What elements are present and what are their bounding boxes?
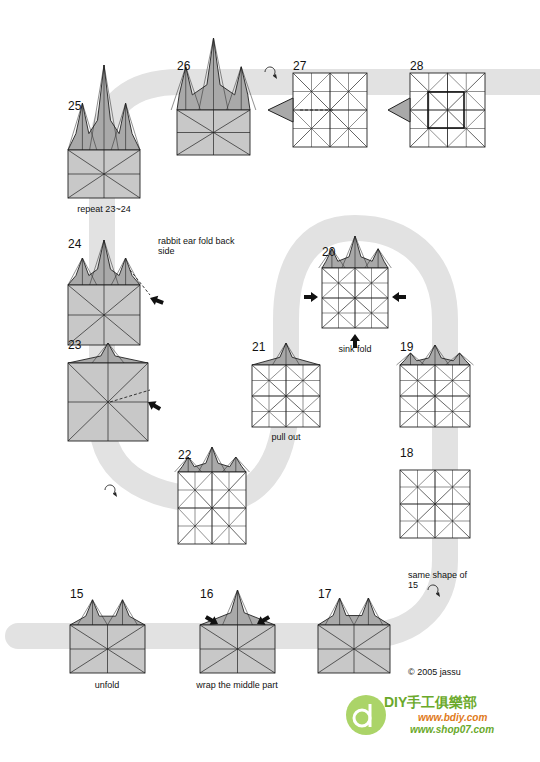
watermark: www.shop07.com [410,724,494,736]
petal-points [318,598,390,625]
folded-model [70,625,145,673]
folded-model [410,73,485,147]
step-number: 23 [68,339,81,353]
step-number: 21 [252,341,265,355]
push-arrow [148,293,165,307]
step-note: repeat 23~24 [77,204,130,214]
petal-points [175,447,250,472]
folded-model [400,470,470,538]
step-number: 26 [177,60,190,74]
step-number: 27 [293,60,306,74]
side-point [388,98,410,122]
step-note: unfold [95,680,120,690]
petal-points [171,38,256,110]
petal-points [68,65,140,150]
watermark: DIY手工俱樂部 [384,694,477,710]
petal-points [319,236,392,268]
folded-model [252,365,320,427]
folded-model [318,625,390,673]
push-arrow [255,613,272,629]
folded-model [178,472,246,544]
folded-model [200,625,275,673]
folded-model [177,110,250,155]
step-note: sink fold [338,344,371,354]
turn-over-symbol [265,67,277,79]
step-number: 19 [400,341,413,355]
step-number: 17 [318,588,331,602]
step-number: 28 [410,60,423,74]
step-note: same shape of 15 [408,570,468,591]
step-note: pull out [271,432,300,442]
flow-band [18,82,540,636]
step-number: 16 [200,588,213,602]
step-number: 20 [322,246,335,260]
petal-points [70,600,145,625]
folded-model [322,268,388,328]
folded-model [68,285,140,345]
step-number: 24 [68,238,81,252]
push-arrow [304,292,318,302]
step-number: 18 [400,447,413,461]
folded-model [293,73,367,147]
turn-over-symbol [428,585,440,597]
folded-model [68,150,140,198]
watermark: www.bdiy.com [418,712,487,724]
step-number: 15 [70,588,83,602]
watermark-logo [346,695,386,735]
turn-over-symbol [105,485,117,497]
step-number: 22 [178,449,191,463]
folded-model [400,365,470,427]
step-note: wrap the middle part [196,680,278,690]
push-arrow [146,398,163,414]
fold-square [428,92,464,128]
push-arrow [203,613,220,629]
side-point [268,98,293,122]
step-note: rabbit ear fold back side [158,236,238,257]
push-arrow [392,292,406,302]
folded-model [68,363,148,441]
step-number: 25 [68,100,81,114]
copyright-note: © 2005 jassu [408,667,461,677]
